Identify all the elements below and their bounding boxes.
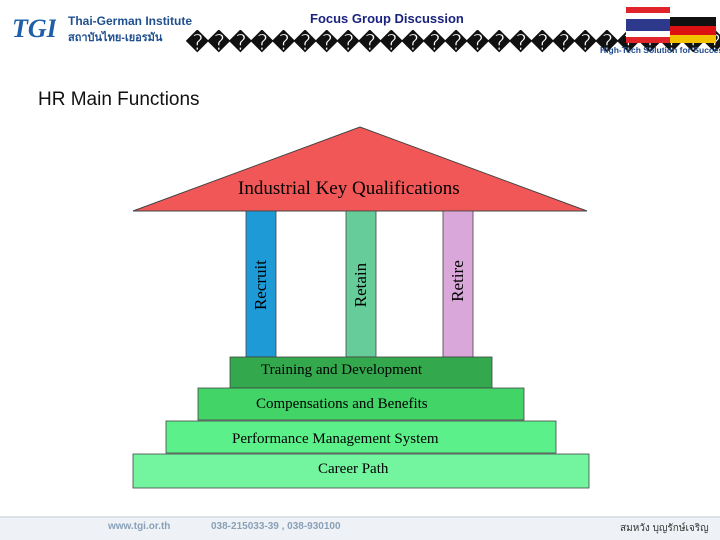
thai-flag — [626, 7, 670, 43]
thai-german-flags — [626, 7, 716, 43]
footer-phone: 038-215033-39 , 038-930100 — [211, 521, 341, 532]
footer-website: www.tgi.or.th — [108, 521, 171, 532]
pillar-label-retain: Retain — [351, 262, 370, 308]
tagline: High-Tech Solution for Success — [600, 45, 720, 55]
slide-header: TGI Thai-German Institute สถาบันไทย-เยอร… — [0, 0, 720, 62]
pillar-retire — [442, 210, 474, 358]
tgi-logo: TGI — [10, 10, 56, 46]
slide-title: HR Main Functions — [38, 89, 200, 110]
german-flag — [670, 17, 716, 43]
step-label-performance: Performance Management System — [232, 431, 439, 447]
step-label-compensation: Compensations and Benefits — [256, 396, 428, 412]
roof-label: Industrial Key Qualifications — [238, 178, 460, 199]
footer-band — [0, 516, 720, 540]
institute-name-th: สถาบันไทย-เยอรมัน — [68, 32, 163, 44]
step-label-training: Training and Development — [261, 362, 423, 378]
pillar-label-recruit: Recruit — [251, 259, 270, 311]
step-training — [229, 356, 493, 389]
institute-name-en: Thai-German Institute — [68, 14, 193, 28]
step-label-career: Career Path — [318, 461, 389, 477]
event-title: Focus Group Discussion — [310, 11, 464, 26]
step-compensation — [197, 387, 525, 421]
step-career — [132, 453, 590, 489]
footer-presenter: สมหวัง บุญรักษ์เจริญ — [620, 523, 709, 534]
pillar-label-retire: Retire — [448, 260, 467, 302]
logo-mark: TGI — [12, 14, 56, 43]
step-performance — [165, 420, 557, 454]
